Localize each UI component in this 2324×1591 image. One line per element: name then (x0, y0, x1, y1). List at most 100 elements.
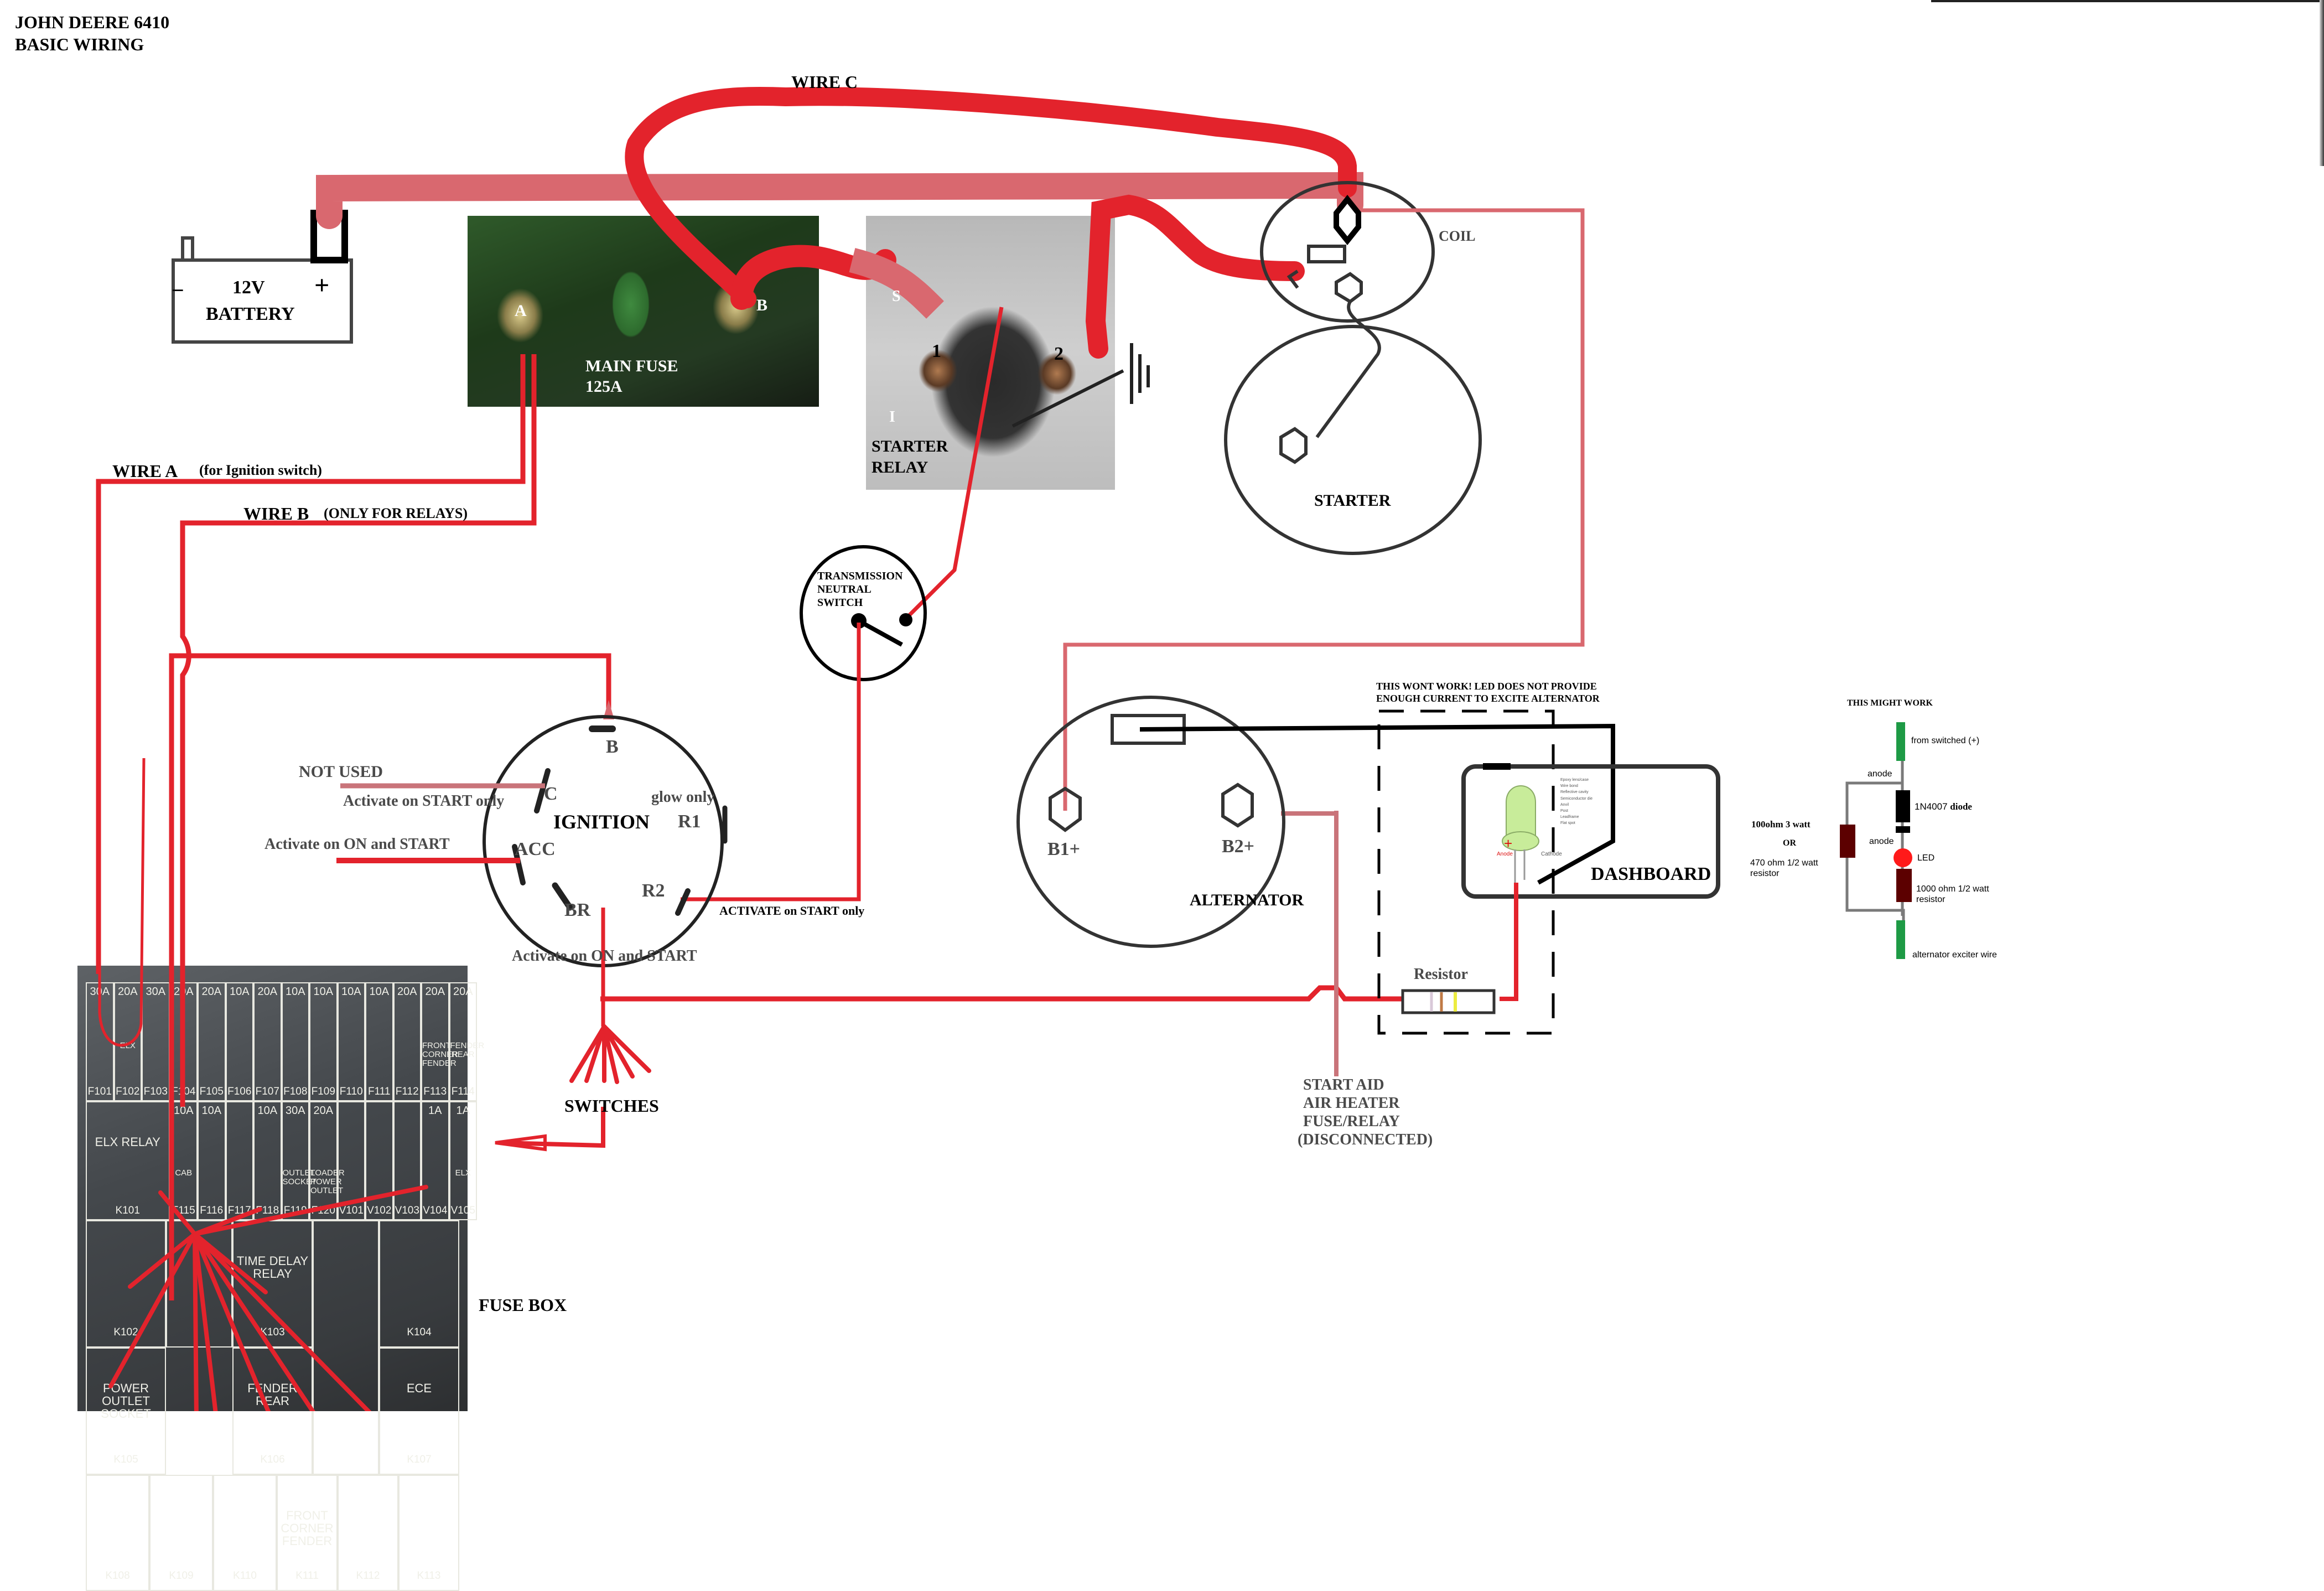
relay-id: K105 (113, 1454, 138, 1465)
relay-id: K107 (407, 1454, 432, 1465)
fusebox-wire-branch (158, 1190, 197, 1236)
relay-terminal-1: 1 (932, 341, 941, 361)
main-fuse-photo (468, 216, 819, 407)
fuse-cell: V102 (365, 1101, 393, 1220)
fuse-note: FENDER REAR (450, 1041, 485, 1059)
fuse-id: F103 (143, 1086, 168, 1097)
bypass-resistor-value: 470 ohm 1/2 watt (1750, 858, 1818, 868)
fuse-id: V104 (423, 1205, 448, 1216)
fuse-id: V101 (339, 1205, 364, 1216)
switches-fan (569, 1024, 651, 1084)
starter-relay-label-2: RELAY (872, 458, 928, 476)
wire-relay-2-to-starter (1085, 194, 1305, 359)
wire-b-note: (ONLY FOR RELAYS) (324, 505, 468, 521)
relay-note: FRONT CORNER FENDER (281, 1509, 334, 1548)
start-aid-line1: START AID (1303, 1076, 1384, 1094)
ignition-acc-note: Activate on ON and START (264, 836, 450, 853)
fuse-box-label: FUSE BOX (479, 1295, 567, 1315)
fuse-rating: 20A (425, 986, 445, 998)
coil-terminal-top (1334, 194, 1361, 246)
fuse-id: F112 (395, 1086, 419, 1097)
starter-label: STARTER (1314, 491, 1391, 510)
fusebox-wire-star (108, 1185, 428, 1411)
led-warning-line2: ENOUGH CURRENT TO EXCITE ALTERNATOR (1376, 693, 1600, 704)
coil-circle (1260, 181, 1435, 323)
fuse-id: V103 (395, 1205, 419, 1216)
relay-cell: K112 (338, 1475, 398, 1591)
ignition-terminal-c (534, 768, 551, 813)
relay-id: K101 (115, 1205, 140, 1216)
not-working-dashed-box (1377, 709, 1555, 1035)
led-anode-label: Anode (1497, 851, 1513, 857)
relay-terminal-2: 2 (1054, 344, 1064, 364)
fuse-id: V105 (450, 1205, 475, 1216)
fuse-id: F102 (116, 1086, 140, 1097)
battery-neg-label: − (172, 278, 184, 303)
led-plus-sign: + (1504, 835, 1512, 852)
led-part-label: Leadframe (1560, 815, 1579, 820)
alt-circuit-input-terminal (1896, 722, 1905, 761)
main-fuse-terminal-a: A (515, 302, 527, 320)
series-resistor-value: 1000 ohm 1/2 watt (1916, 884, 1989, 894)
relay-cell: K109 (149, 1475, 213, 1591)
ignition-terminal-acc (512, 844, 526, 885)
diode-band (1896, 826, 1910, 833)
start-aid-line2: AIR HEATER (1303, 1095, 1400, 1112)
led-part-label: Wire bond (1560, 784, 1578, 789)
main-fuse-terminal-b: B (756, 296, 768, 314)
fuse-rating: 30A (146, 986, 166, 998)
relay-note: TIME DELAY RELAY (236, 1254, 309, 1281)
fuse-note: ELX (455, 1168, 471, 1178)
wire-battery-to-starter (316, 172, 1363, 229)
relay-terminal-i: I (889, 408, 895, 426)
fuse-rating: 10A (257, 1105, 278, 1117)
relay-id: K109 (169, 1570, 194, 1582)
wire-a-label: WIRE A (112, 461, 178, 481)
led-part-label: Epoxy lens/case (1560, 778, 1589, 782)
bypass-or-label: OR (1783, 838, 1796, 848)
relay-terminal-s: S (892, 288, 901, 305)
ignition-terminal-r2 (675, 888, 691, 916)
ignition-c-label: C (544, 784, 558, 804)
fuse-rating: 20A (453, 986, 473, 998)
alt-circuit-title: THIS MIGHT WORK (1847, 698, 1933, 708)
wire-a-note: (for Ignition switch) (199, 462, 322, 478)
fuse-rating: 10A (285, 986, 305, 998)
wire-b (180, 354, 537, 1107)
alt-circuit-anode-2: anode (1869, 837, 1894, 846)
battery-voltage: 12V (232, 277, 265, 298)
fuse-rating: 10A (173, 1105, 194, 1117)
resistor-symbol (1401, 989, 1496, 1014)
starter-motor-terminal (1279, 427, 1308, 464)
led-part-label: Semiconductor die (1560, 796, 1592, 801)
battery-body (172, 258, 353, 344)
fuse-id: F113 (423, 1086, 447, 1097)
fuse-id: F106 (227, 1086, 252, 1097)
fuse-cell: V101 (337, 1101, 365, 1220)
fusebox-wire-branch (193, 1232, 199, 1411)
ignition-b-arrow (603, 700, 614, 719)
switches-label: SWITCHES (564, 1096, 659, 1116)
coil-terminal-bottom (1335, 272, 1363, 304)
neutral-switch-label-3: SWITCH (817, 597, 863, 609)
wire-c-label: WIRE C (791, 72, 858, 92)
fuse-id: F114 (451, 1086, 475, 1097)
relay-id: K113 (417, 1570, 441, 1582)
wire-switches-to-resistor (600, 985, 1405, 1002)
ignition-br-label: BR (564, 900, 591, 920)
bypass-resistor-label-1: 100ohm 3 watt (1751, 819, 1811, 830)
wire-switches-to-fusebox (500, 1107, 605, 1148)
wire-relay-1 (849, 248, 944, 319)
dashboard-box (1461, 764, 1720, 899)
led-warning-line1: THIS WONT WORK! LED DOES NOT PROVIDE (1376, 681, 1597, 692)
relay-cell: K108 (86, 1475, 149, 1591)
coil-plate (1307, 245, 1346, 263)
fuse-id: F110 (339, 1086, 363, 1097)
fusebox-wire-branch (193, 1232, 218, 1411)
